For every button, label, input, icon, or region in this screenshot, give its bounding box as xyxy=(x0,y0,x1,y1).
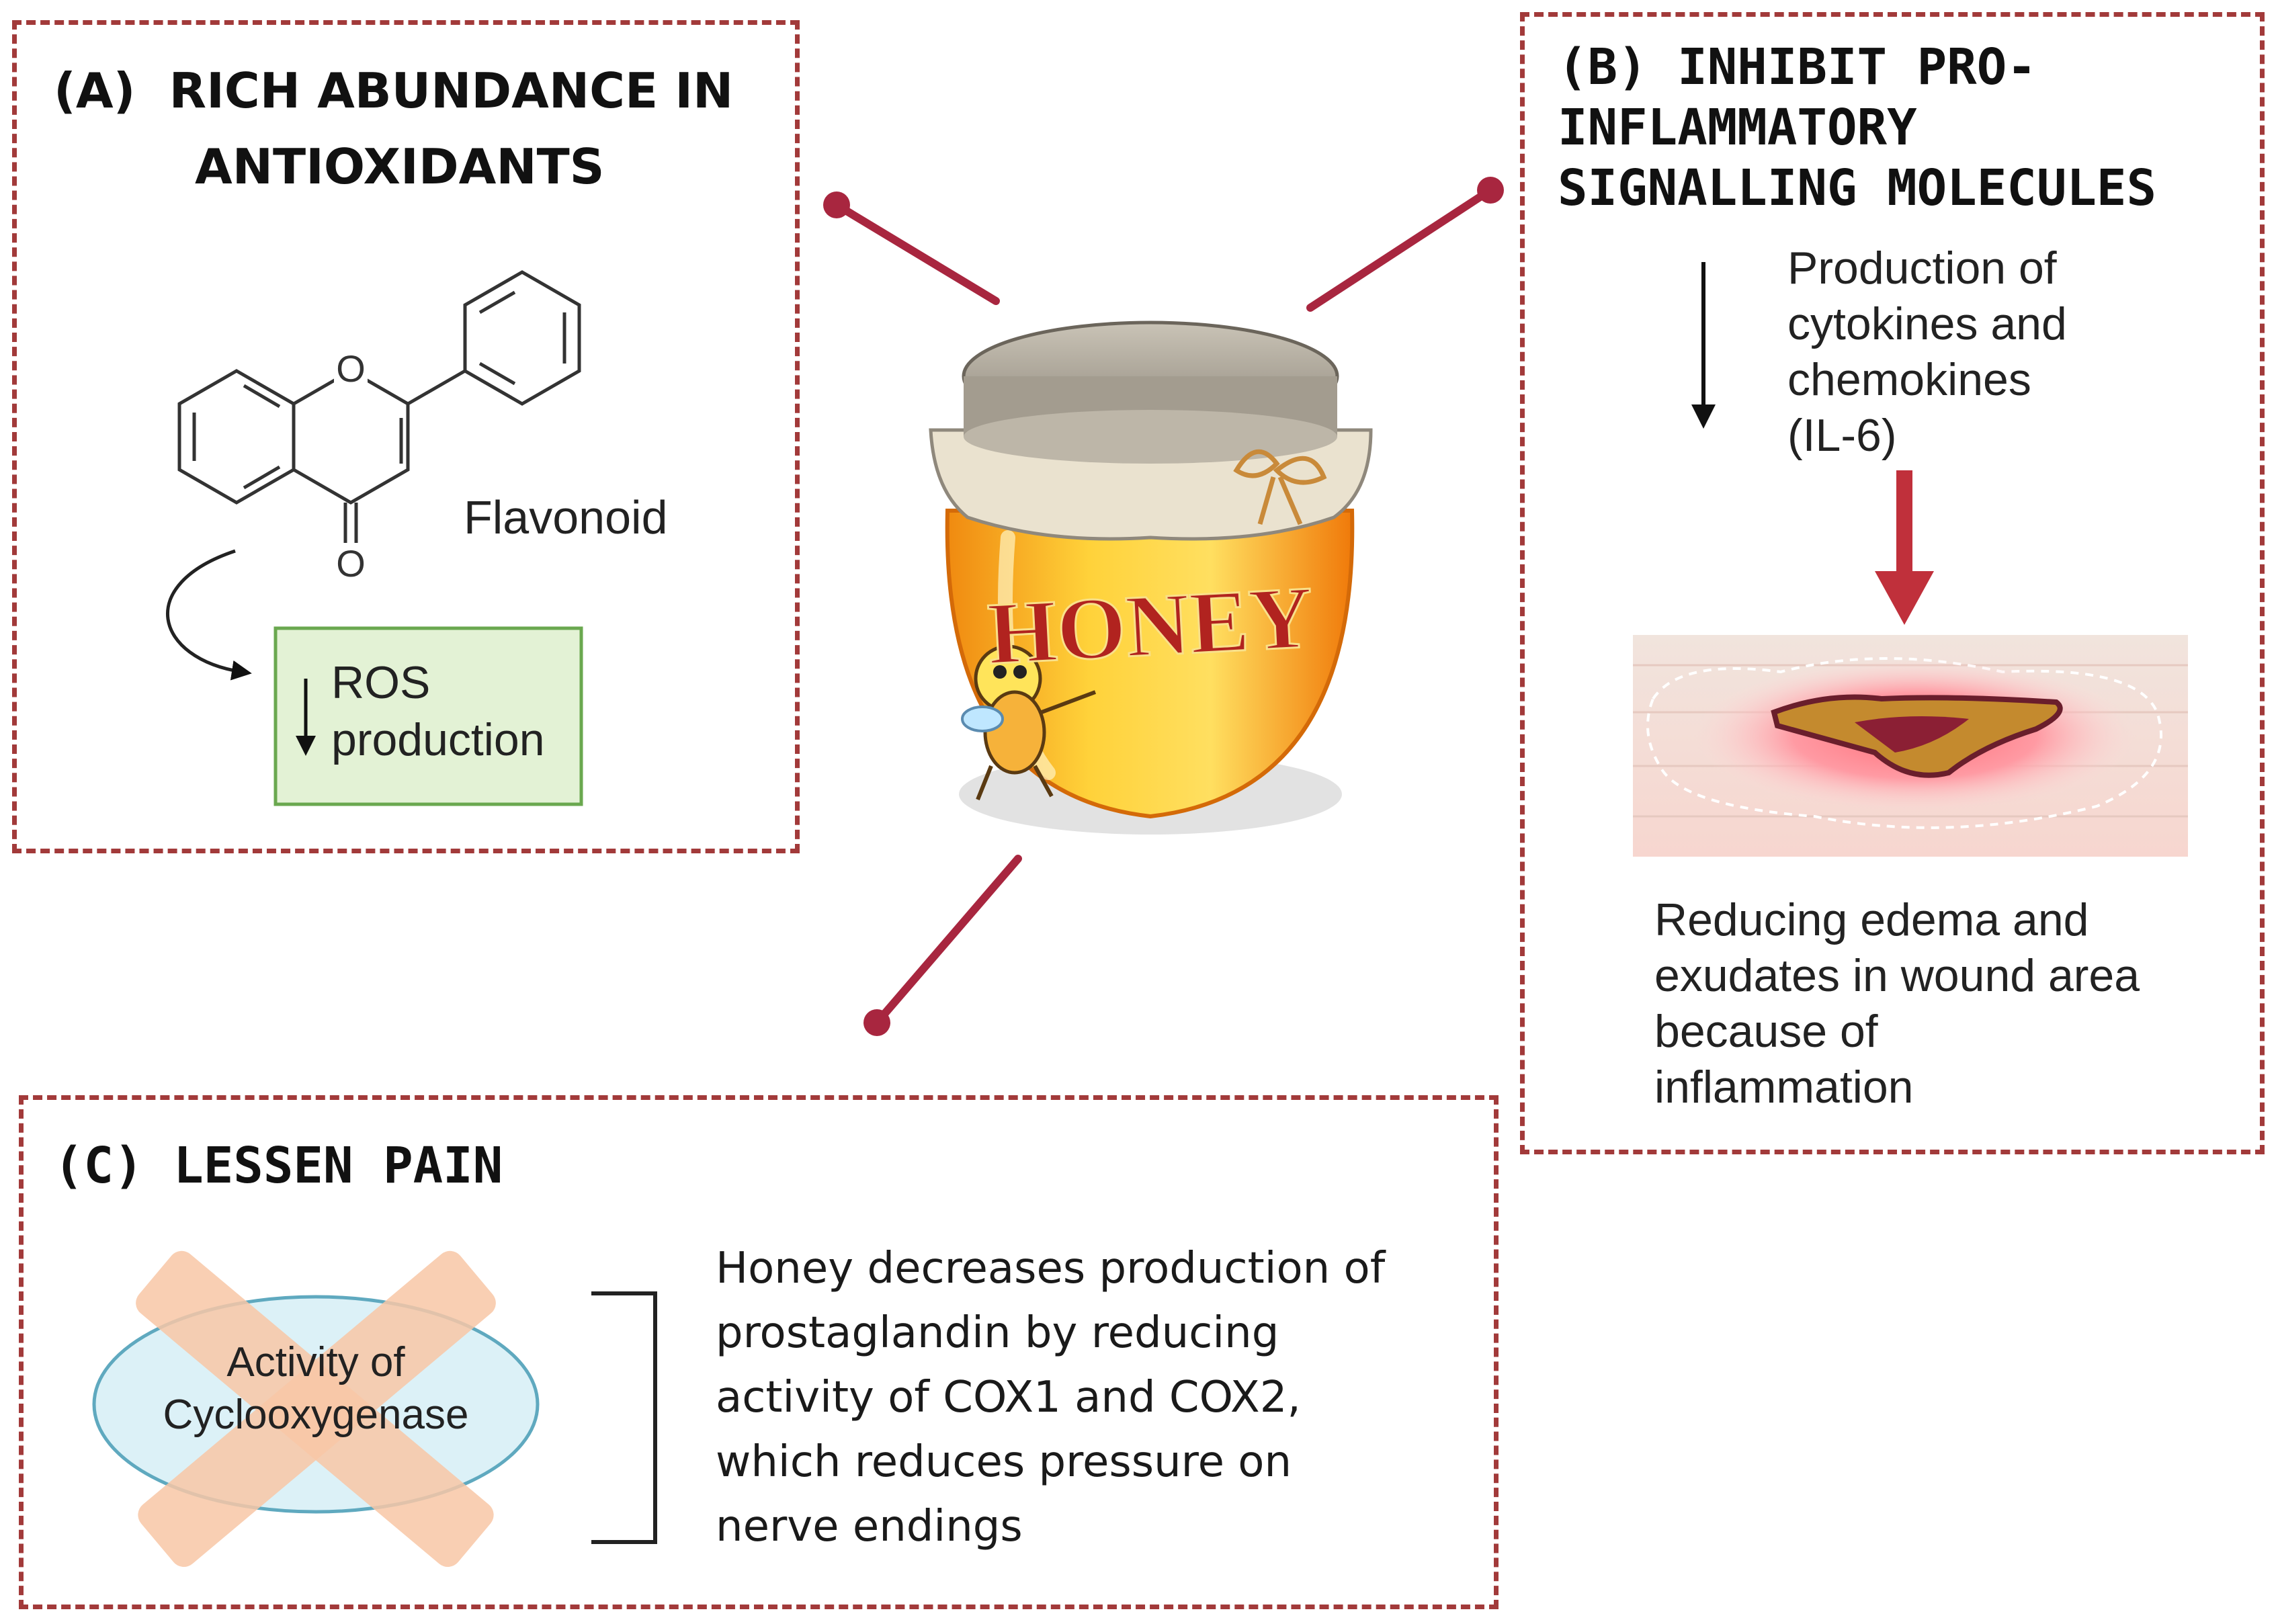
result-line: Reducing edema and xyxy=(1654,894,2089,945)
connector-b xyxy=(1306,177,1504,312)
description-line: which reduces pressure on xyxy=(716,1437,1292,1487)
enzyme-label-line1: Activity of xyxy=(226,1339,405,1385)
connector-a xyxy=(823,191,1000,305)
oxygen-ring-bg xyxy=(334,349,368,390)
panel-a-heading-line1: (A) RICH ABUNDANCE IN xyxy=(54,62,734,119)
honey-jar-icon xyxy=(929,320,1373,835)
ros-label-line2: production xyxy=(331,714,545,765)
production-line: Production of xyxy=(1787,243,2057,294)
panel-b-inflammatory xyxy=(1520,12,2265,1154)
ros-label-line1: ROS xyxy=(331,657,431,708)
result-line: inflammation xyxy=(1654,1061,1914,1113)
cyclooxygenase-inhibited-icon xyxy=(92,1250,540,1568)
panel-a-antioxidants xyxy=(12,20,800,853)
panel-b-heading-line2: INFLAMMATORY xyxy=(1558,99,1917,157)
description-line: nerve endings xyxy=(716,1502,1023,1551)
ros-box xyxy=(273,626,583,806)
connector-c xyxy=(863,855,1022,1036)
enzyme-label-line2: Cyclooxygenase xyxy=(163,1392,469,1438)
jar-label: HONEY xyxy=(985,567,1315,683)
result-line: exudates in wound area xyxy=(1654,949,2140,1001)
curved-arrow-icon xyxy=(166,549,252,681)
description-line: activity of COX1 and COX2, xyxy=(716,1373,1301,1422)
red-down-arrow-icon xyxy=(1875,470,1934,625)
panel-b-heading-line1: (B) INHIBIT PRO- xyxy=(1558,38,2037,96)
panel-c-pain xyxy=(19,1095,1499,1609)
production-line: cytokines and xyxy=(1787,298,2067,349)
oxygen-ring-label: O xyxy=(336,347,366,390)
result-text: Reducing edema and exudates in wound are… xyxy=(1654,892,2140,1115)
flavonoid-label: Flavonoid xyxy=(464,491,668,544)
wound-illustration-icon xyxy=(1633,635,2188,857)
panel-b-heading-line3: SIGNALLING MOLECULES xyxy=(1558,159,2157,217)
bracket-icon xyxy=(591,1291,657,1544)
panel-c-heading: (C) LESSEN PAIN xyxy=(54,1137,503,1195)
oxygen-carbonyl-label: O xyxy=(336,542,366,585)
result-line: because of xyxy=(1654,1005,1878,1057)
description-line: Honey decreases production of xyxy=(716,1244,1386,1293)
pain-description: Honey decreases production of prostaglan… xyxy=(716,1236,1385,1559)
description-line: prostaglandin by reducing xyxy=(716,1308,1279,1358)
production-text: Production of cytokines and chemokines (… xyxy=(1787,241,2067,464)
panel-a-heading-line2: ANTIOXIDANTS xyxy=(195,138,605,195)
production-line: chemokines xyxy=(1787,353,2031,405)
production-line: (IL-6) xyxy=(1787,409,1897,461)
